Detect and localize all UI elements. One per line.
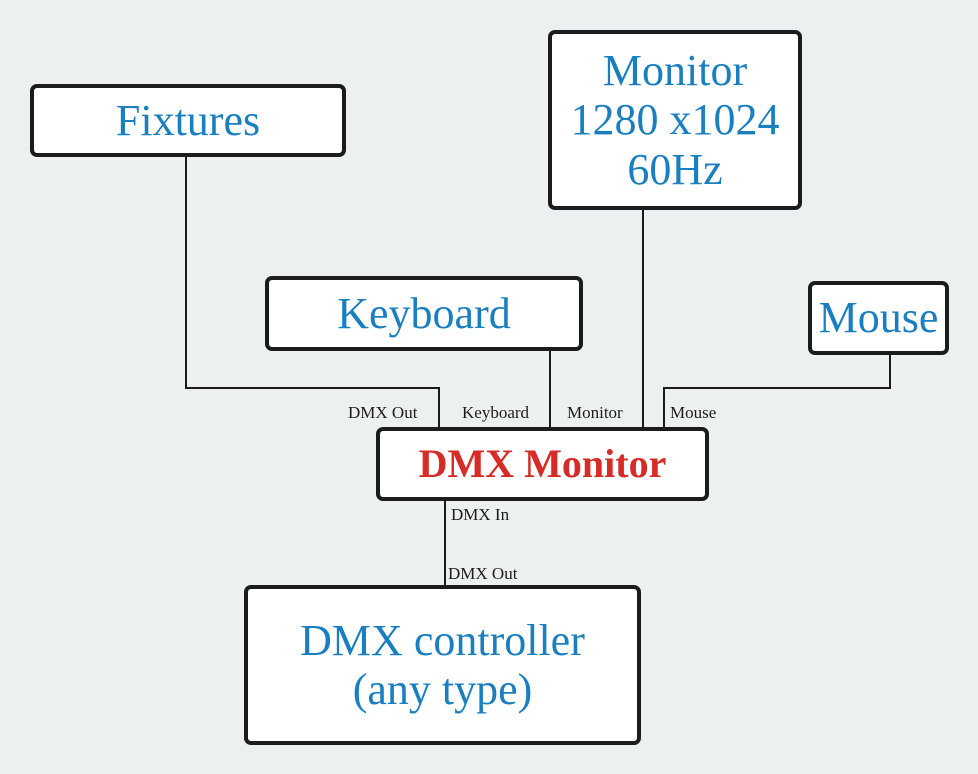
port-keyboard-label: Keyboard: [462, 403, 530, 422]
port-dmx-in-label: DMX In: [451, 505, 510, 524]
mouse-box: Mouse: [808, 281, 949, 355]
monitor-label-line-2: 1280 x1024: [570, 95, 780, 145]
keyboard-box: Keyboard: [265, 276, 583, 351]
mouse-connection-line: [663, 353, 891, 428]
fixtures-box: Fixtures: [30, 84, 346, 157]
keyboard-label: Keyboard: [337, 288, 511, 338]
monitor-label-line-3: 60Hz: [627, 144, 723, 194]
monitor-box: Monitor 1280 x1024 60Hz: [548, 30, 802, 210]
dmx-monitor-box: DMX Monitor: [376, 427, 709, 501]
port-controller-dmx-out-label: DMX Out: [448, 564, 518, 583]
port-mouse-label: Mouse: [670, 403, 717, 422]
mouse-label: Mouse: [818, 293, 939, 343]
port-monitor-label: Monitor: [567, 403, 623, 422]
dmx-controller-label-line-2: (any type): [352, 665, 533, 714]
dmx-monitor-label: DMX Monitor: [418, 440, 667, 486]
fixtures-label: Fixtures: [115, 95, 261, 145]
dmx-controller-label-line-1: DMX controller: [300, 615, 585, 665]
fixtures-connection-line: [185, 155, 440, 428]
port-dmx-out-label: DMX Out: [348, 403, 418, 422]
monitor-label-line-1: Monitor: [602, 46, 748, 96]
dmx-controller-box: DMX controller (any type): [244, 585, 641, 745]
